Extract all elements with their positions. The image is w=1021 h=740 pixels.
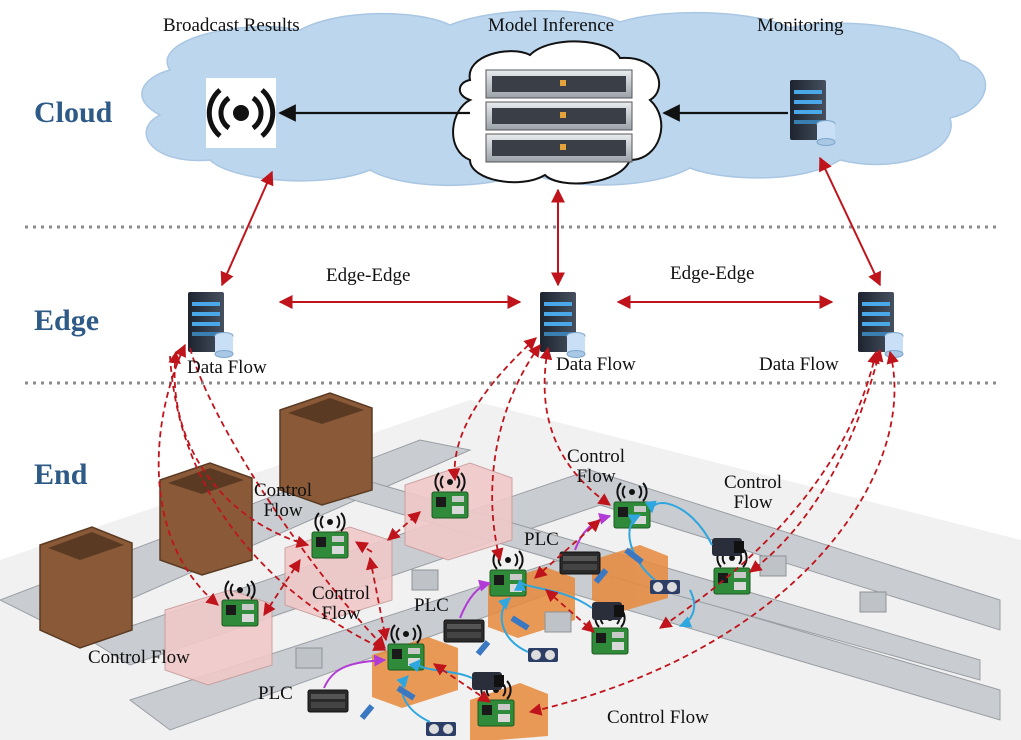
plc-device-3 <box>307 689 349 713</box>
arrow-cloud-edge-left <box>220 170 274 287</box>
inference-server-icon <box>452 40 663 185</box>
broadcast-icon <box>206 78 276 148</box>
data-control-flow-arrows <box>157 337 899 716</box>
label-broadcast-results: Broadcast Results <box>163 15 300 36</box>
arrow-cloud-edge-right <box>819 156 881 287</box>
label-model-inference: Model Inference <box>488 15 615 36</box>
tier-label-cloud: Cloud <box>34 96 113 129</box>
label-edge-edge-right: Edge-Edge <box>670 263 755 284</box>
label-control-flow-4: Control Flow <box>312 583 371 624</box>
label-control-flow-6: Control Flow <box>607 707 709 728</box>
tier-label-edge: Edge <box>34 304 100 337</box>
label-control-flow-5: Control Flow <box>88 647 190 668</box>
camera-device-1 <box>712 538 744 556</box>
ultrasonic-sensor-3 <box>426 722 456 736</box>
edge-server-left-icon <box>187 291 234 358</box>
plc-device-2 <box>443 619 485 643</box>
ultrasonic-sensor-1 <box>650 580 680 594</box>
label-data-flow-right: Data Flow <box>759 354 839 375</box>
camera-device-3 <box>472 672 504 690</box>
tier-label-end: End <box>34 458 88 491</box>
label-plc-1: PLC <box>524 529 559 550</box>
edge-server-right-icon <box>857 291 904 358</box>
label-monitoring: Monitoring <box>757 15 844 36</box>
label-edge-edge-left: Edge-Edge <box>326 265 411 286</box>
label-data-flow-center: Data Flow <box>556 354 636 375</box>
label-plc-3: PLC <box>258 683 293 704</box>
label-control-flow-2: Control Flow <box>567 446 626 487</box>
plc-device-1 <box>559 551 601 575</box>
label-data-flow-left: Data Flow <box>187 357 267 378</box>
label-control-flow-1: Control Flow <box>254 480 313 521</box>
camera-device-2 <box>592 602 624 620</box>
ultrasonic-sensor-2 <box>528 648 558 662</box>
label-plc-2: PLC <box>414 595 449 616</box>
edge-server-center-icon <box>539 291 586 358</box>
label-control-flow-3: Control Flow <box>724 472 783 513</box>
